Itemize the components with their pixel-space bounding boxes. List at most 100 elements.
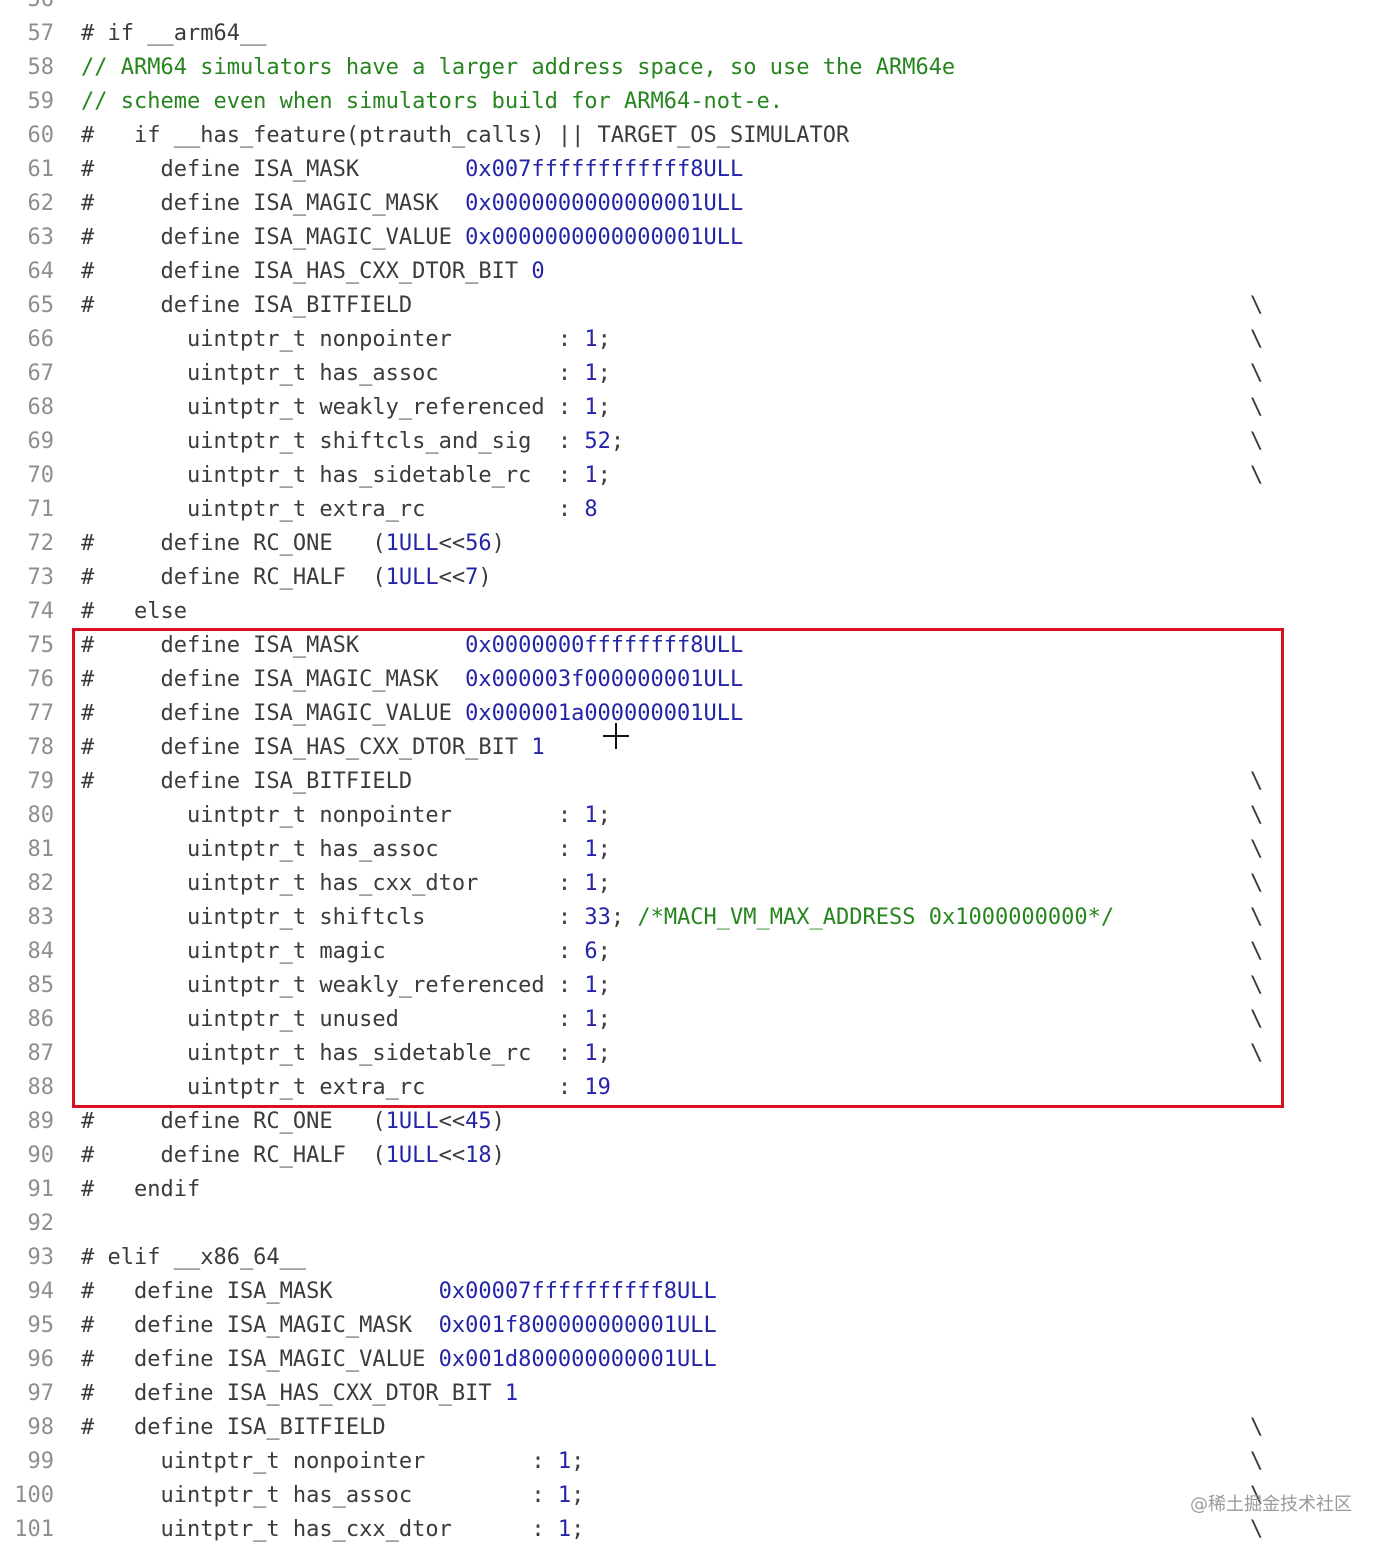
code-text: # define ISA_MAGIC_MASK 0x001f8000000000… <box>81 1309 717 1343</box>
code-line[interactable]: 92 <box>0 1207 1388 1241</box>
line-continuation: \ <box>1250 463 1264 488</box>
number-token: 0 <box>531 259 545 284</box>
code-line[interactable]: 91 # endif <box>0 1173 1388 1207</box>
code-line[interactable]: 63# define ISA_MAGIC_VALUE 0x00000000000… <box>0 221 1388 255</box>
code-line[interactable]: 65# define ISA_BITFIELD\ <box>0 289 1388 323</box>
code-token: << <box>438 531 466 556</box>
code-line[interactable]: 67 uintptr_t has_assoc : 1;\ <box>0 357 1388 391</box>
number-token: 52 <box>584 429 611 454</box>
code-token: # define ISA_MASK <box>81 633 466 658</box>
line-continuation: \ <box>1250 973 1264 998</box>
code-token: ; <box>597 939 611 964</box>
code-line[interactable]: 82 uintptr_t has_cxx_dtor : 1;\ <box>0 867 1388 901</box>
code-line[interactable]: 100 uintptr_t has_assoc : 1;\ <box>0 1479 1388 1513</box>
code-text: uintptr_t extra_rc : 19 <box>81 1071 611 1105</box>
code-line[interactable]: 60# if __has_feature(ptrauth_calls) || T… <box>0 119 1388 153</box>
code-line[interactable]: 87 uintptr_t has_sidetable_rc : 1;\ <box>0 1037 1388 1071</box>
code-line[interactable]: 85 uintptr_t weakly_referenced : 1;\ <box>0 969 1388 1003</box>
code-text: // scheme even when simulators build for… <box>81 85 783 119</box>
code-text: # define RC_HALF (1ULL<<7) <box>81 561 492 595</box>
code-line[interactable]: 99 uintptr_t nonpointer : 1;\ <box>0 1445 1388 1479</box>
code-token: uintptr_t shiftcls : <box>81 905 585 930</box>
code-token: ; <box>597 327 611 352</box>
code-line[interactable]: 79# define ISA_BITFIELD\ <box>0 765 1388 799</box>
code-token: ; <box>597 803 611 828</box>
code-text: # define RC_ONE (1ULL<<56) <box>81 527 505 561</box>
line-number: 82 <box>27 871 55 896</box>
code-line[interactable]: 86 uintptr_t unused : 1;\ <box>0 1003 1388 1037</box>
line-continuation: \ <box>1250 1007 1264 1032</box>
code-line[interactable]: 90# define RC_HALF (1ULL<<18) <box>0 1139 1388 1173</box>
number-token: 0x0000000ffffffff8ULL <box>465 633 744 658</box>
code-line[interactable]: 83 uintptr_t shiftcls : 33; /*MACH_VM_MA… <box>0 901 1388 935</box>
code-line[interactable]: 59 // scheme even when simulators build f… <box>0 85 1388 119</box>
code-text: uintptr_t has_assoc : 1; <box>81 357 611 391</box>
code-line[interactable]: 77# define ISA_MAGIC_VALUE 0x000001a0000… <box>0 697 1388 731</box>
code-line[interactable]: 72# define RC_ONE (1ULL<<56) <box>0 527 1388 561</box>
code-text: uintptr_t nonpointer : 1; <box>81 1445 584 1479</box>
code-text: # define RC_HALF (1ULL<<18) <box>81 1139 505 1173</box>
code-line[interactable]: 78# define ISA_HAS_CXX_DTOR_BIT 1 <box>0 731 1388 765</box>
code-line[interactable]: 93# elif __x86_64__ <box>0 1241 1388 1275</box>
number-token: 1 <box>557 1483 572 1508</box>
number-token: 1 <box>504 1381 519 1406</box>
line-number: 62 <box>27 191 55 216</box>
line-number: 71 <box>27 497 55 522</box>
code-line[interactable]: 58// ARM64 simulators have a larger addr… <box>0 51 1388 85</box>
code-text: # define ISA_BITFIELD <box>81 1411 386 1445</box>
number-token: 1 <box>531 735 545 760</box>
code-token: uintptr_t has_sidetable_rc : <box>81 463 585 488</box>
number-token: 1ULL <box>385 531 439 556</box>
number-token: 0x001f800000000001ULL <box>438 1313 717 1338</box>
line-number: 85 <box>27 973 55 998</box>
number-token: 1 <box>584 361 598 386</box>
code-line[interactable]: 70 uintptr_t has_sidetable_rc : 1;\ <box>0 459 1388 493</box>
code-line[interactable]: 101 uintptr_t has_cxx_dtor : 1;\ <box>0 1513 1388 1547</box>
line-continuation: \ <box>1250 1415 1264 1440</box>
line-number: 91 <box>27 1177 55 1202</box>
code-text: uintptr_t has_assoc : 1; <box>81 1479 584 1513</box>
code-line[interactable]: 81 uintptr_t has_assoc : 1;\ <box>0 833 1388 867</box>
code-line[interactable]: 96# define ISA_MAGIC_VALUE 0x001d8000000… <box>0 1343 1388 1377</box>
code-line[interactable]: 61# define ISA_MASK 0x007ffffffffffff8UL… <box>0 153 1388 187</box>
code-line[interactable]: 62# define ISA_MAGIC_MASK 0x000000000000… <box>0 187 1388 221</box>
number-token: 7 <box>465 565 479 590</box>
code-line[interactable]: 75# define ISA_MASK 0x0000000ffffffff8UL… <box>0 629 1388 663</box>
code-line[interactable]: 68 uintptr_t weakly_referenced : 1;\ <box>0 391 1388 425</box>
line-number: 61 <box>27 157 55 182</box>
code-line[interactable]: 89# define RC_ONE (1ULL<<45) <box>0 1105 1388 1139</box>
line-number: 59 <box>27 89 55 114</box>
code-line[interactable]: 56 <box>0 0 1388 17</box>
code-line[interactable]: 84 uintptr_t magic : 6;\ <box>0 935 1388 969</box>
code-line[interactable]: 88 uintptr_t extra_rc : 19 <box>0 1071 1388 1105</box>
line-number: 101 <box>14 1517 54 1542</box>
line-number: 99 <box>27 1449 55 1474</box>
number-token: 45 <box>465 1109 492 1134</box>
code-line[interactable]: 95# define ISA_MAGIC_MASK 0x001f80000000… <box>0 1309 1388 1343</box>
code-line[interactable]: 76# define ISA_MAGIC_MASK 0x000003f00000… <box>0 663 1388 697</box>
code-line[interactable]: 64# define ISA_HAS_CXX_DTOR_BIT 0 <box>0 255 1388 289</box>
number-token: 0x001d800000000001ULL <box>438 1347 717 1372</box>
line-number: 69 <box>27 429 55 454</box>
code-line[interactable]: 97# define ISA_HAS_CXX_DTOR_BIT 1 <box>0 1377 1388 1411</box>
code-line[interactable]: 73# define RC_HALF (1ULL<<7) <box>0 561 1388 595</box>
code-line[interactable]: 98# define ISA_BITFIELD\ <box>0 1411 1388 1445</box>
code-token: uintptr_t weakly_referenced : <box>81 973 585 998</box>
line-number: 93 <box>27 1245 55 1270</box>
code-line[interactable]: 80 uintptr_t nonpointer : 1;\ <box>0 799 1388 833</box>
line-continuation: \ <box>1250 803 1264 828</box>
code-token: # define RC_HALF ( <box>81 565 386 590</box>
code-line[interactable]: 66 uintptr_t nonpointer : 1;\ <box>0 323 1388 357</box>
code-text: uintptr_t shiftcls_and_sig : 52; <box>81 425 624 459</box>
code-text: # define ISA_MASK 0x0000000ffffffff8ULL <box>81 629 743 663</box>
code-line[interactable]: 94# define ISA_MASK 0x00007ffffffffff8UL… <box>0 1275 1388 1309</box>
code-text: # if __arm64__ <box>81 17 266 51</box>
code-line[interactable]: 71 uintptr_t extra_rc : 8 <box>0 493 1388 527</box>
code-token: # endif <box>81 1177 201 1202</box>
number-token: 1ULL <box>385 1109 439 1134</box>
code-line[interactable]: 69 uintptr_t shiftcls_and_sig : 52;\ <box>0 425 1388 459</box>
code-line[interactable]: 74# else <box>0 595 1388 629</box>
number-token: 1 <box>584 1041 598 1066</box>
code-line[interactable]: 57# if __arm64__ <box>0 17 1388 51</box>
